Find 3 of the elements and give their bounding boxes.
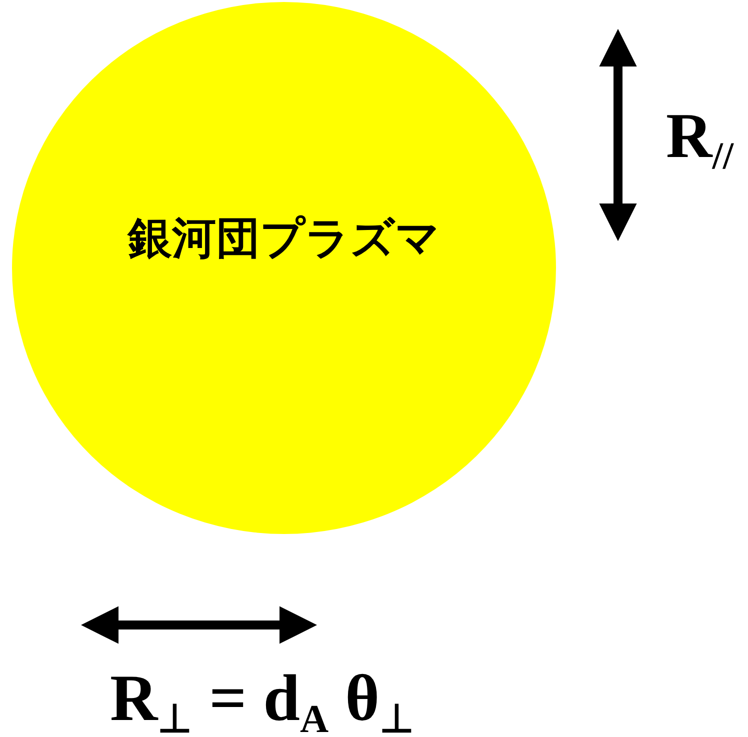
dimension-label: R$_{⊥}$ = d$_{A}$ θ$_{⊥}$ (110, 666, 415, 737)
dimension-label: R$_{//}$ (666, 104, 734, 176)
circle-label: 銀河団プラズマ (128, 212, 440, 266)
